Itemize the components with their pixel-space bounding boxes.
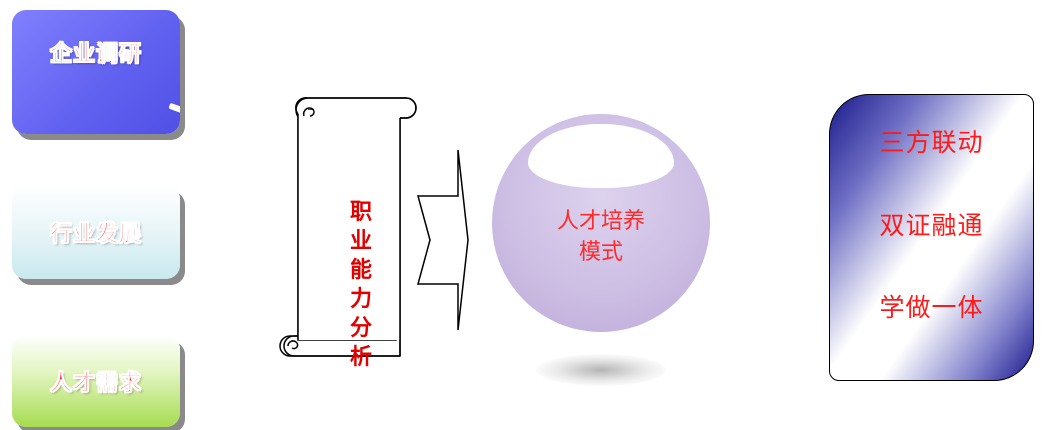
outcome-line: 学做一体 (879, 293, 984, 322)
scroll-text: 职 业 能 力 分 析 (320, 198, 402, 372)
scroll-char: 能 (349, 258, 372, 283)
sphere-label: 人才培养 模式 (492, 206, 710, 268)
scroll-shape: 职 业 能 力 分 析 (276, 94, 420, 370)
outcome-box: 三方联动 双证融通 学做一体 (829, 94, 1034, 381)
right-arrow-icon (417, 149, 469, 331)
sphere-label-line: 模式 (578, 240, 623, 265)
box-label-industry-development: 行业发展 (49, 222, 142, 248)
scroll-char: 力 (349, 287, 372, 312)
outcome-line: 三方联动 (879, 128, 984, 157)
scroll-char: 职 (349, 200, 372, 225)
box-label-talent-demand: 人才需求 (49, 371, 142, 397)
scroll-char: 业 (349, 229, 372, 254)
scroll-char: 析 (349, 345, 372, 370)
scroll-outline-icon (279, 97, 417, 357)
outcome-line: 双证融通 (879, 211, 984, 240)
talent-model-sphere: 人才培养 模式 (492, 114, 710, 390)
sphere-highlight (528, 124, 674, 188)
page-curl-decoration (168, 102, 180, 114)
sphere-shadow (536, 354, 666, 386)
box-enterprise-research: 企业调研 (12, 10, 180, 134)
box-label-enterprise-research: 企业调研 (49, 42, 142, 68)
box-talent-demand: 人才需求 (12, 335, 180, 427)
sphere-body: 人才培养 模式 (492, 114, 710, 332)
box-industry-development: 行业发展 (12, 185, 180, 279)
sphere-label-line: 人才培养 (556, 209, 645, 234)
scroll-char: 分 (349, 316, 372, 341)
